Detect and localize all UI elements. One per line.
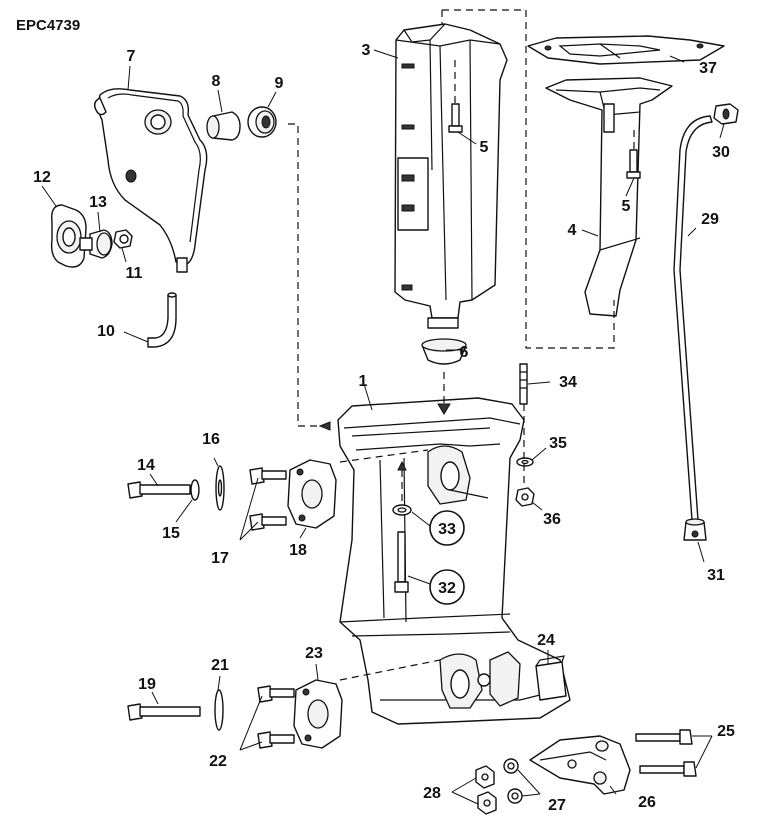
part-21-washer [214, 689, 224, 731]
part-13-fitting [79, 229, 113, 259]
callout-32: 32 [438, 580, 456, 597]
callout-9: 9 [275, 75, 284, 92]
callout-22: 22 [209, 753, 227, 770]
part-7-reservoir [93, 88, 208, 273]
alignment-lines [288, 9, 635, 681]
callout-27: 27 [548, 797, 566, 814]
callout-25: 25 [717, 723, 735, 740]
callout-8: 8 [212, 73, 221, 90]
callout-4: 4 [568, 222, 577, 239]
callout-12: 12 [33, 169, 51, 186]
part-9-grommet [247, 106, 277, 138]
callout-5-upper: 5 [480, 139, 489, 156]
part-8-cap [206, 111, 241, 141]
callout-33: 33 [438, 521, 456, 538]
callout-31: 31 [707, 567, 725, 584]
part-22-screw-upper [257, 685, 295, 703]
part-29-tube [673, 115, 713, 521]
callout-5-lower: 5 [622, 198, 631, 215]
callout-16: 16 [202, 431, 220, 448]
callout-18: 18 [289, 542, 307, 559]
callout-15: 15 [162, 525, 180, 542]
callout-14: 14 [137, 457, 155, 474]
callout-1: 1 [359, 373, 368, 390]
callout-24: 24 [537, 632, 555, 649]
part-23-mount [293, 679, 343, 749]
part-15-washer [190, 479, 200, 501]
part-33-washer [392, 504, 412, 516]
direction-arrows [318, 403, 451, 471]
diagram-code: EPC4739 [16, 17, 80, 34]
callout-13: 13 [89, 194, 107, 211]
callout-35: 35 [549, 435, 567, 452]
callout-17: 17 [211, 550, 229, 567]
part-10-hose [147, 292, 177, 348]
part-34-stud [519, 363, 528, 405]
callout-34: 34 [559, 374, 577, 391]
part-3-upper-housing [394, 23, 508, 329]
part-1-main-housing [337, 397, 571, 725]
callout-19: 19 [138, 676, 156, 693]
callout-26: 26 [638, 794, 656, 811]
callout-3: 3 [362, 42, 371, 59]
callout-7: 7 [127, 48, 136, 65]
callout-23: 23 [305, 645, 323, 662]
part-25-bolt-lower [639, 761, 697, 777]
part-31-fitting [683, 518, 707, 541]
part-27-washer-upper [503, 758, 519, 774]
part-14-bolt [127, 481, 191, 499]
part-16-washer [215, 465, 225, 511]
callout-6: 6 [460, 344, 469, 361]
part-30-clip [713, 103, 739, 125]
part-11-fitting [113, 229, 133, 249]
part-35-washer [516, 457, 534, 467]
part-37-gasket-plate [527, 35, 725, 65]
callout-circle-33 [429, 510, 465, 546]
part-28-nut-lower [477, 791, 497, 815]
part-19-bolt [127, 703, 201, 721]
part-12-gasket [50, 204, 87, 268]
part-26-bracket [529, 735, 631, 795]
callout-11: 11 [126, 265, 143, 282]
part-32-bolt [394, 531, 409, 593]
part-5-bolt-upper [448, 103, 463, 133]
callout-labels: 1 3 4 5 5 6 7 8 9 10 11 12 13 14 15 16 1… [33, 42, 735, 814]
part-36-nut [515, 487, 535, 507]
part-24-block [535, 655, 567, 701]
callout-36: 36 [543, 511, 561, 528]
part-18-mount [287, 459, 337, 529]
part-25-bolt-upper [635, 729, 693, 745]
leader-lines [41, 49, 725, 805]
part-17-screw-upper [249, 467, 287, 485]
callout-21: 21 [211, 657, 229, 674]
part-27-washer-lower [507, 788, 523, 804]
part-5-bolt-lower [626, 149, 641, 179]
callout-29: 29 [701, 211, 719, 228]
part-22-screw-lower [257, 731, 295, 749]
callout-circle-32 [429, 569, 465, 605]
part-28-nut-upper [475, 765, 495, 789]
callout-37: 37 [699, 60, 717, 77]
callout-10: 10 [97, 323, 115, 340]
callout-28: 28 [423, 785, 441, 802]
part-17-screw-lower [249, 513, 287, 531]
part-4-adapter [545, 77, 673, 317]
callout-30: 30 [712, 144, 730, 161]
